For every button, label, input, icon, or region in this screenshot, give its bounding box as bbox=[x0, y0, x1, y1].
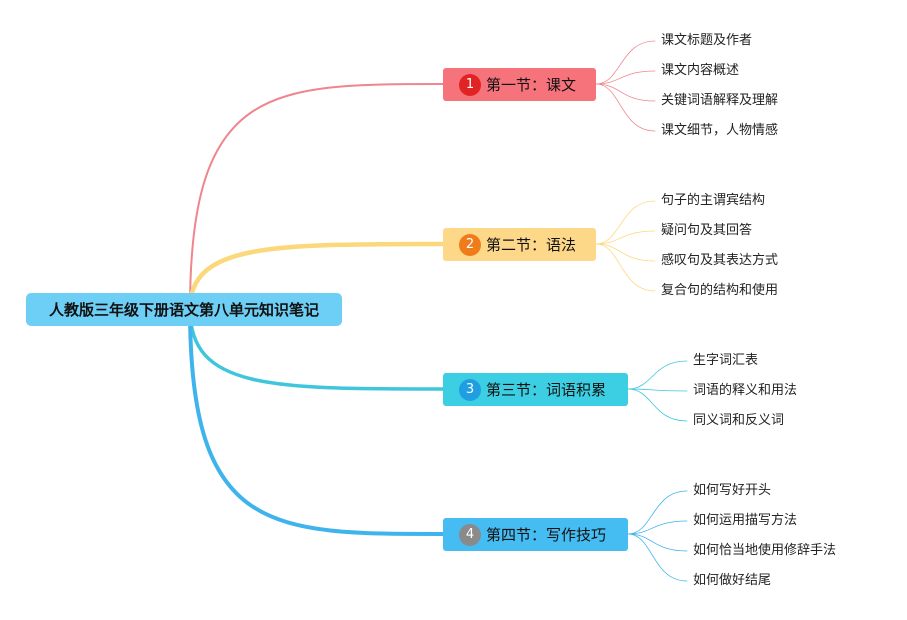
leaf-topic[interactable]: 句子的主谓宾结构 bbox=[661, 193, 766, 208]
leaf-connector bbox=[627, 388, 688, 392]
leaf-topic[interactable]: 课文内容概述 bbox=[661, 63, 740, 78]
leaf-topic[interactable]: 如何运用描写方法 bbox=[693, 513, 798, 528]
section-node-4[interactable]: 4 第四节：写作技巧 bbox=[443, 518, 628, 551]
leaf-topic[interactable]: 如何恰当地使用修辞手法 bbox=[693, 543, 837, 558]
leaf-topic[interactable]: 疑问句及其回答 bbox=[661, 223, 753, 238]
leaf-connector bbox=[595, 83, 656, 132]
leaf-connector bbox=[627, 490, 688, 535]
leaf-connector bbox=[595, 83, 656, 102]
leaf-connector bbox=[595, 70, 656, 85]
number-badge-icon: 3 bbox=[459, 378, 481, 401]
section-node-1[interactable]: 1 第一节：课文 bbox=[443, 68, 596, 101]
leaf-connector bbox=[595, 230, 656, 245]
branch-connector bbox=[189, 83, 444, 310]
number-badge-icon: 1 bbox=[459, 73, 481, 96]
number-badge-icon: 2 bbox=[459, 233, 481, 256]
leaf-topic[interactable]: 如何做好结尾 bbox=[693, 573, 772, 588]
leaf-connector bbox=[627, 533, 688, 552]
section-node-2[interactable]: 2 第二节：语法 bbox=[443, 228, 596, 261]
leaf-topic[interactable]: 课文细节，人物情感 bbox=[661, 123, 779, 138]
leaf-connector bbox=[627, 520, 688, 535]
leaf-connector bbox=[595, 40, 656, 85]
leaf-topic[interactable]: 课文标题及作者 bbox=[661, 33, 753, 48]
leaf-topic[interactable]: 复合句的结构和使用 bbox=[661, 283, 779, 298]
leaf-connector bbox=[627, 360, 688, 390]
leaf-topic[interactable]: 词语的释义和用法 bbox=[693, 383, 798, 398]
branch-connector bbox=[188, 307, 445, 536]
leaf-topic[interactable]: 生字词汇表 bbox=[693, 353, 759, 368]
leaf-topic[interactable]: 感叹句及其表达方式 bbox=[661, 253, 779, 268]
section-title: 第四节：写作技巧 bbox=[486, 526, 607, 544]
leaf-topic[interactable]: 如何写好开头 bbox=[693, 483, 772, 498]
root-topic-label: 人教版三年级下册语文第八单元知识笔记 bbox=[48, 301, 319, 319]
leaf-connector bbox=[627, 388, 688, 422]
leaf-topic[interactable]: 同义词和反义词 bbox=[693, 413, 785, 428]
branch-connector bbox=[188, 307, 445, 391]
section-node-3[interactable]: 3 第三节：词语积累 bbox=[443, 373, 628, 406]
section-title: 第一节：课文 bbox=[486, 76, 577, 94]
leaf-connector bbox=[627, 533, 688, 582]
section-title: 第三节：词语积累 bbox=[486, 381, 607, 399]
leaf-topic[interactable]: 关键词语解释及理解 bbox=[661, 93, 779, 108]
leaf-connector bbox=[595, 200, 656, 245]
branch-connector bbox=[187, 241, 446, 312]
leaf-connector bbox=[595, 243, 656, 292]
leaf-connector bbox=[595, 243, 656, 262]
root-topic[interactable]: 人教版三年级下册语文第八单元知识笔记 bbox=[26, 293, 342, 326]
number-badge-icon: 4 bbox=[459, 523, 481, 546]
section-title: 第二节：语法 bbox=[486, 236, 577, 254]
